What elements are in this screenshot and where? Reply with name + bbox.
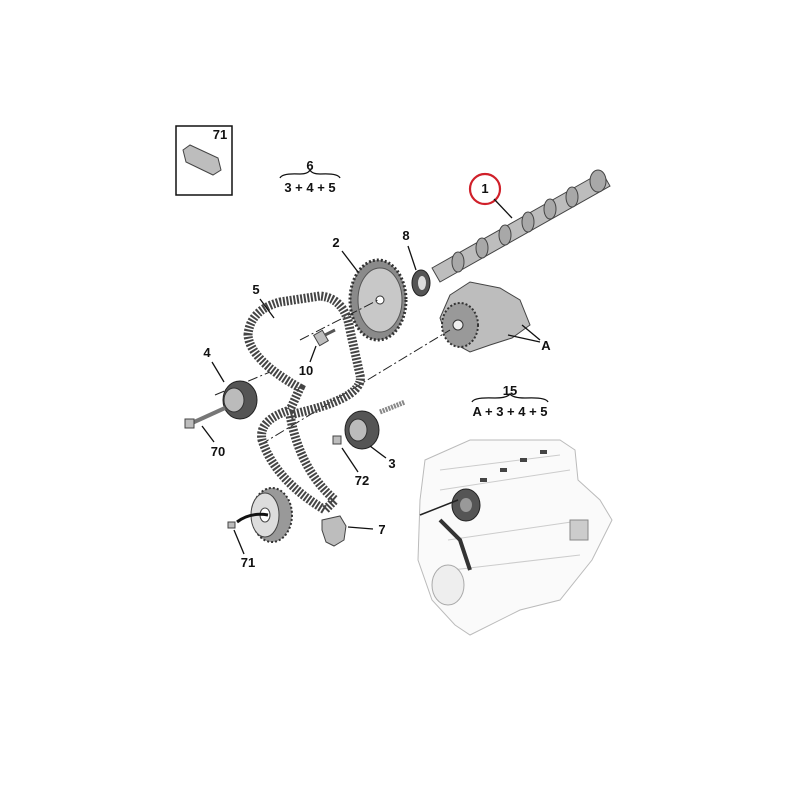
callout-8[interactable]: 8 bbox=[402, 228, 409, 243]
inset-label: 71 bbox=[213, 127, 227, 142]
kit-15-formula: A + 3 + 4 + 5 bbox=[472, 404, 547, 419]
callout-70[interactable]: 70 bbox=[211, 444, 225, 459]
callout-1[interactable]: 1 bbox=[481, 181, 488, 196]
kit-6-formula: 3 + 4 + 5 bbox=[284, 180, 335, 195]
callout-3[interactable]: 3 bbox=[388, 456, 395, 471]
timing-belt bbox=[243, 291, 365, 516]
roller-nut bbox=[332, 435, 342, 445]
oil-seal bbox=[411, 269, 431, 297]
camshaft bbox=[431, 169, 611, 283]
callout-72[interactable]: 72 bbox=[355, 473, 369, 488]
camshaft-pulley bbox=[348, 258, 408, 342]
callout-A[interactable]: A bbox=[541, 338, 551, 353]
highlight-circle bbox=[468, 172, 502, 206]
bracket bbox=[321, 515, 347, 547]
kit-15-group: 15 A + 3 + 4 + 5 bbox=[471, 383, 549, 419]
pulley-bolt bbox=[312, 328, 336, 347]
water-pump bbox=[439, 281, 531, 353]
callout-4[interactable]: 4 bbox=[203, 345, 211, 360]
kit-15-number: 15 bbox=[503, 383, 517, 398]
idler-roller bbox=[344, 399, 406, 450]
tensioner bbox=[222, 380, 258, 420]
inset-part-71: 71 bbox=[175, 125, 233, 196]
callout-71[interactable]: 71 bbox=[241, 555, 255, 570]
callout-10[interactable]: 10 bbox=[299, 363, 313, 378]
crank-key bbox=[227, 521, 236, 529]
callout-2[interactable]: 2 bbox=[332, 235, 339, 250]
kit-6-group: 6 3 + 4 + 5 bbox=[279, 158, 341, 195]
kit-6-number: 6 bbox=[306, 158, 313, 173]
tensioner-bolt bbox=[184, 406, 226, 429]
callout-5[interactable]: 5 bbox=[252, 282, 259, 297]
engine-illustration bbox=[417, 439, 613, 636]
callout-7[interactable]: 7 bbox=[378, 522, 385, 537]
